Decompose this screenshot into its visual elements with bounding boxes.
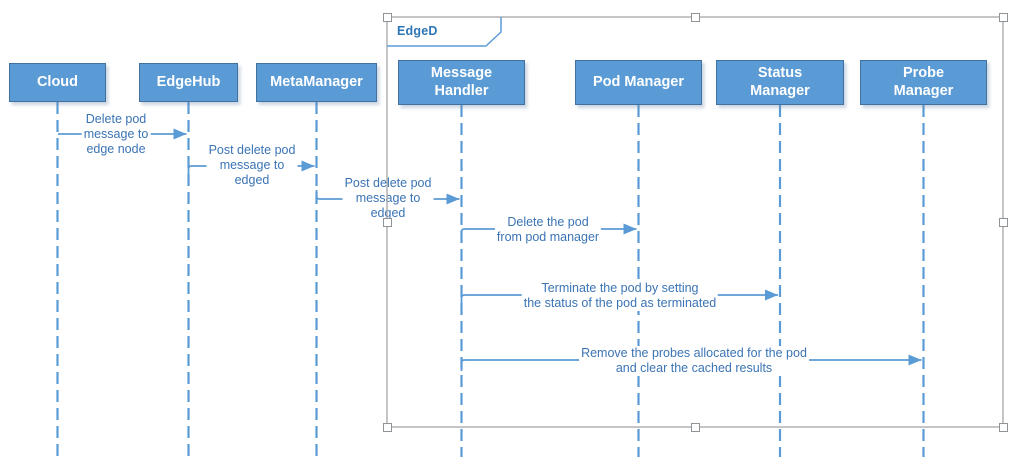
message-label-5[interactable]: Terminate the pod by setting the status … bbox=[521, 281, 719, 311]
message-arrow-3[interactable] bbox=[315, 190, 460, 205]
message-arrow-2[interactable] bbox=[187, 160, 315, 175]
selection-handle-bottom-middle[interactable] bbox=[691, 423, 700, 432]
lifeline-box-cloud[interactable]: Cloud bbox=[9, 63, 106, 102]
message-label-2[interactable]: Post delete pod message to edged bbox=[206, 143, 298, 188]
message-label-4[interactable]: Delete the pod from pod manager bbox=[494, 215, 602, 245]
lifeline-box-edgehub[interactable]: EdgeHub bbox=[139, 63, 238, 102]
lifeline-box-metamanager[interactable]: MetaManager bbox=[256, 63, 377, 102]
selection-handle-top-left[interactable] bbox=[383, 13, 392, 22]
lifeline-box-pod-manager[interactable]: Pod Manager bbox=[575, 60, 702, 105]
selection-handle-middle-right[interactable] bbox=[999, 218, 1008, 227]
lifeline-box-status-manager[interactable]: Status Manager bbox=[716, 60, 844, 105]
frame-title[interactable]: EdgeD bbox=[397, 24, 438, 38]
selection-handle-top-right[interactable] bbox=[999, 13, 1008, 22]
selection-handle-middle-left[interactable] bbox=[383, 218, 392, 227]
message-label-6[interactable]: Remove the probes allocated for the pod … bbox=[579, 346, 809, 376]
message-label-3[interactable]: Post delete pod message to edged bbox=[342, 176, 434, 221]
selection-handle-top-middle[interactable] bbox=[691, 13, 700, 22]
selection-handle-bottom-right[interactable] bbox=[999, 423, 1008, 432]
lifeline-box-message-handler[interactable]: Message Handler bbox=[398, 60, 525, 105]
lifeline-box-probe-manager[interactable]: Probe Manager bbox=[860, 60, 987, 105]
selection-handle-bottom-left[interactable] bbox=[383, 423, 392, 432]
message-label-1[interactable]: Delete pod message to edge node bbox=[81, 112, 151, 157]
